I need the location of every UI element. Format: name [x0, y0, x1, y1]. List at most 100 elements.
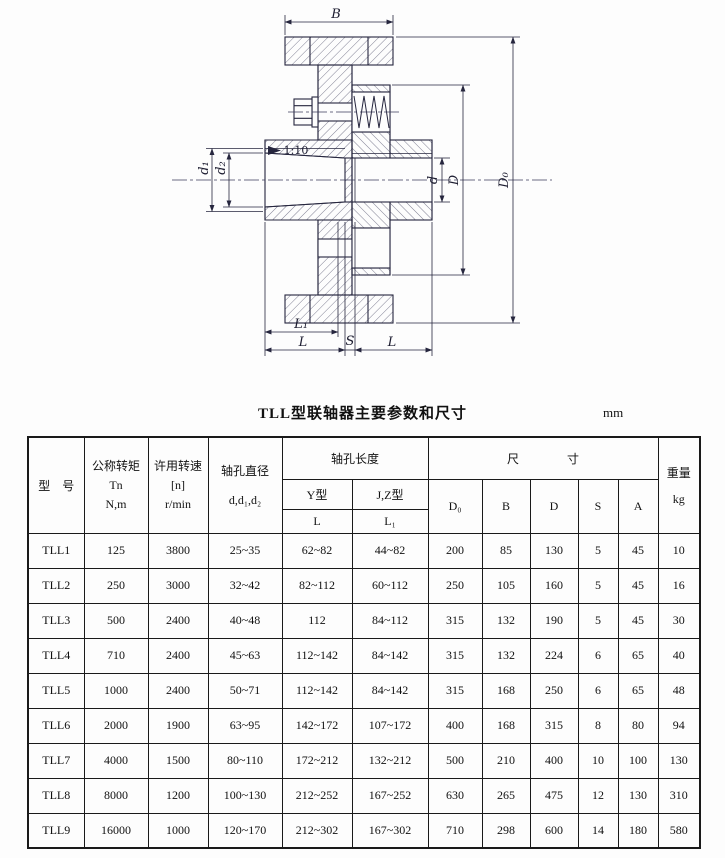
header-col-l: L [281, 508, 353, 534]
value-cell: 167~302 [351, 812, 429, 849]
value-cell: 44~82 [351, 532, 429, 569]
value-cell: 168 [481, 707, 531, 744]
dim-label-b: B [330, 7, 341, 22]
model-cell: TLL4 [27, 637, 85, 674]
value-cell: 1200 [147, 777, 209, 814]
value-cell: 3000 [147, 567, 209, 604]
value-cell: 100~130 [207, 777, 283, 814]
value-cell: 45~63 [207, 637, 283, 674]
header-bore-diameter-line1: 轴孔直径 [220, 464, 269, 479]
unit-label: mm [603, 405, 624, 420]
dim-label-d2: d₂ [214, 161, 229, 175]
value-cell: 160 [529, 567, 579, 604]
value-cell: 80 [617, 707, 659, 744]
brake-rim-top [284, 36, 394, 66]
value-cell: 250 [83, 567, 149, 604]
elastic-pin-assembly [293, 91, 391, 269]
value-cell: 2400 [147, 672, 209, 709]
value-cell: 14 [577, 812, 619, 849]
value-cell: 130 [657, 742, 701, 779]
model-cell: TLL8 [27, 777, 85, 814]
value-cell: 32~42 [207, 567, 283, 604]
dim-label-d0: D₀ [497, 171, 512, 188]
coupling-technical-drawing: B D₀ D d d₁ d₂ 1:10 L₁ L S L [172, 7, 552, 356]
value-cell: 400 [427, 707, 483, 744]
value-cell: 315 [427, 602, 483, 639]
value-cell: 212~252 [281, 777, 353, 814]
value-cell: 168 [481, 672, 531, 709]
value-cell: 94 [657, 707, 701, 744]
value-cell: 84~142 [351, 637, 429, 674]
value-cell: 250 [529, 672, 579, 709]
value-cell: 45 [617, 602, 659, 639]
value-cell: 3800 [147, 532, 209, 569]
header-weight-label: 重量 [666, 465, 691, 480]
value-cell: 210 [481, 742, 531, 779]
value-cell: 85 [481, 532, 531, 569]
value-cell: 30 [657, 602, 701, 639]
value-cell: 710 [427, 812, 483, 849]
model-cell: TLL3 [27, 602, 85, 639]
value-cell: 112~142 [281, 672, 353, 709]
value-cell: 65 [617, 637, 659, 674]
model-cell: TLL6 [27, 707, 85, 744]
value-cell: 100 [617, 742, 659, 779]
value-cell: 1000 [147, 812, 209, 849]
value-cell: 107~172 [351, 707, 429, 744]
dim-label-d: d [426, 176, 441, 184]
model-cell: TLL2 [27, 567, 85, 604]
value-cell: 84~142 [351, 672, 429, 709]
header-col-d: D [529, 478, 579, 534]
value-cell: 400 [529, 742, 579, 779]
header-weight: 重量 kg [657, 436, 701, 534]
value-cell: 250 [427, 567, 483, 604]
value-cell: 80~110 [207, 742, 283, 779]
value-cell: 45 [617, 567, 659, 604]
value-cell: 224 [529, 637, 579, 674]
model-cell: TLL5 [27, 672, 85, 709]
value-cell: 1900 [147, 707, 209, 744]
value-cell: 500 [83, 602, 149, 639]
value-cell: 142~172 [281, 707, 353, 744]
value-cell: 2400 [147, 602, 209, 639]
header-torque-line3: N,m [105, 496, 127, 511]
value-cell: 130 [617, 777, 659, 814]
header-torque-line1: 公称转矩 [91, 459, 140, 474]
value-cell: 65 [617, 672, 659, 709]
value-cell: 48 [657, 672, 701, 709]
value-cell: 315 [427, 637, 483, 674]
value-cell: 1500 [147, 742, 209, 779]
header-col-d0: D₀ [427, 478, 483, 534]
header-torque: 公称转矩 Tn N,m [83, 436, 149, 534]
value-cell: 10 [657, 532, 701, 569]
dim-label-l-right: L [387, 335, 397, 350]
dim-label-l-left: L [298, 335, 308, 350]
value-cell: 60~112 [351, 567, 429, 604]
model-cell: TLL7 [27, 742, 85, 779]
header-speed-line2: [n] [171, 477, 185, 492]
value-cell: 475 [529, 777, 579, 814]
value-cell: 190 [529, 602, 579, 639]
header-col-a: A [617, 478, 659, 534]
dim-label-l1: L₁ [293, 317, 308, 332]
header-jz-type: J,Z型 [351, 478, 429, 510]
value-cell: 10 [577, 742, 619, 779]
dim-label-D: D [447, 174, 462, 186]
value-cell: 120~170 [207, 812, 283, 849]
header-weight-unit: kg [672, 491, 685, 506]
value-cell: 50~71 [207, 672, 283, 709]
pin-hole-bottom-right [351, 227, 391, 269]
value-cell: 62~82 [281, 532, 353, 569]
value-cell: 2000 [83, 707, 149, 744]
value-cell: 132 [481, 637, 531, 674]
